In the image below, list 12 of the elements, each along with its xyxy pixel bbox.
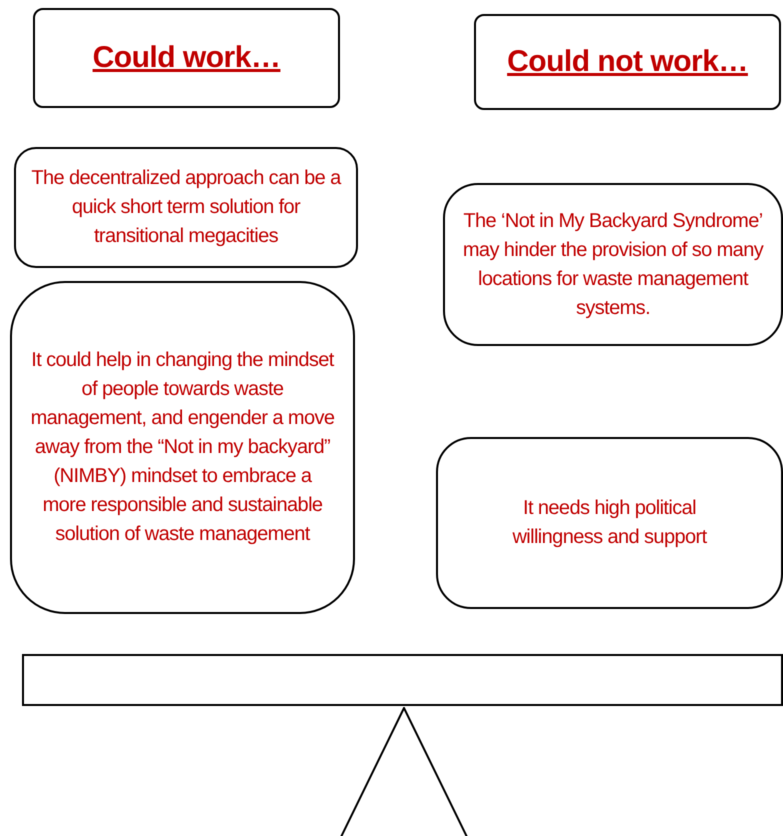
argument-text: It could help in changing the mindset of people towards waste management, and engender a move away from the “Not in my backyard” (NIMBY) mindset to embrace a more responsible and sustainable solution of waste management (30, 348, 335, 547)
argument-text: The ‘Not in My Backyard Syndrome’ may hinder the provision of so many locations for waste management systems. (462, 208, 764, 320)
text-box (443, 183, 783, 346)
argument-text: It needs high political willingness and support (511, 496, 708, 550)
column-heading: Could work… (92, 41, 280, 75)
heading-box (474, 14, 781, 110)
text-box (14, 147, 358, 268)
text-box (436, 437, 783, 609)
argument-text: The decentralized approach can be a quick short term solution for transitional megacities (30, 166, 342, 249)
text-box (10, 281, 355, 614)
column-heading: Could not work… (507, 45, 748, 79)
heading-box (33, 8, 340, 108)
